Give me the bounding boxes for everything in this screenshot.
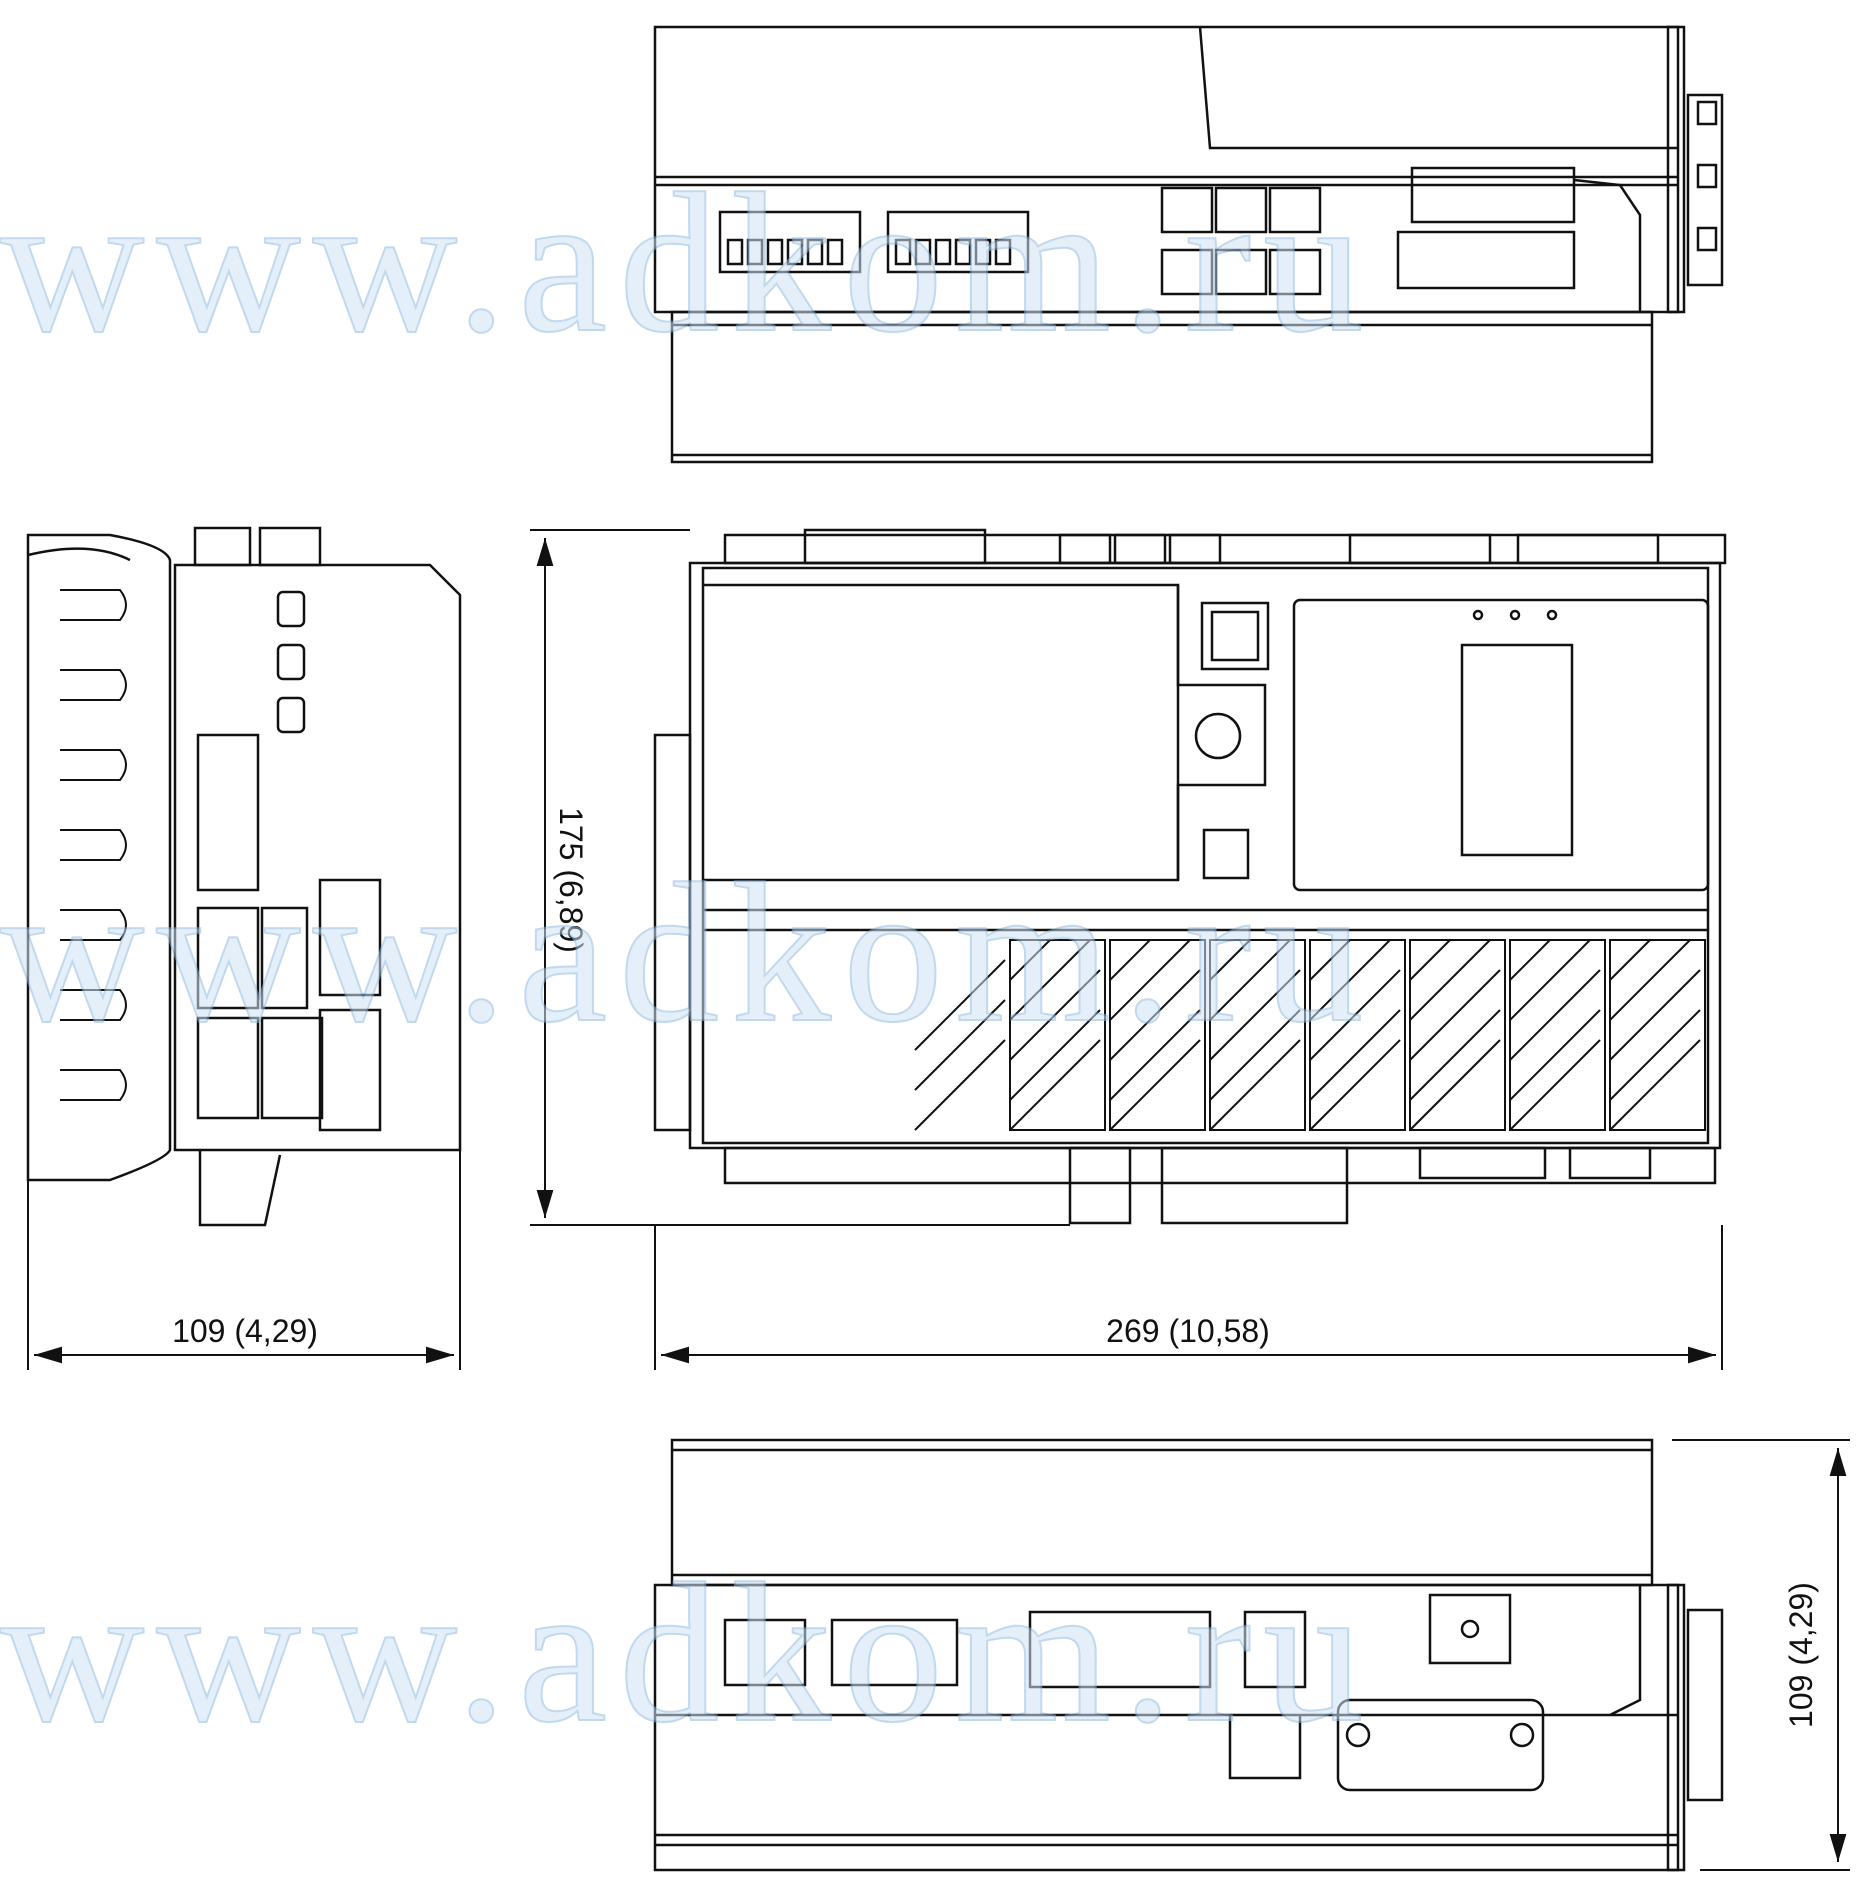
dimension-lines [27, 529, 1850, 1871]
din-clip-ribs [60, 589, 127, 1101]
side-view [26, 526, 462, 1227]
bottom-depth-dimension-label: 109 (4,29) [1783, 1582, 1819, 1728]
watermark-middle: www.adkom.ru [0, 843, 1375, 1064]
top-view [653, 25, 1724, 464]
watermark-top: www.adkom.ru [0, 153, 1375, 374]
bottom-view [653, 1438, 1724, 1872]
height-dimension-label: 175 (6,89) [553, 807, 589, 953]
watermark-bottom: www.adkom.ru [0, 1543, 1375, 1764]
depth-dimension-label: 109 (4,29) [172, 1313, 318, 1349]
vent-hatching [914, 939, 1706, 1131]
width-dimension-label: 269 (10,58) [1106, 1313, 1270, 1349]
top-terminals-left [726, 238, 1012, 266]
front-view [653, 528, 1727, 1225]
